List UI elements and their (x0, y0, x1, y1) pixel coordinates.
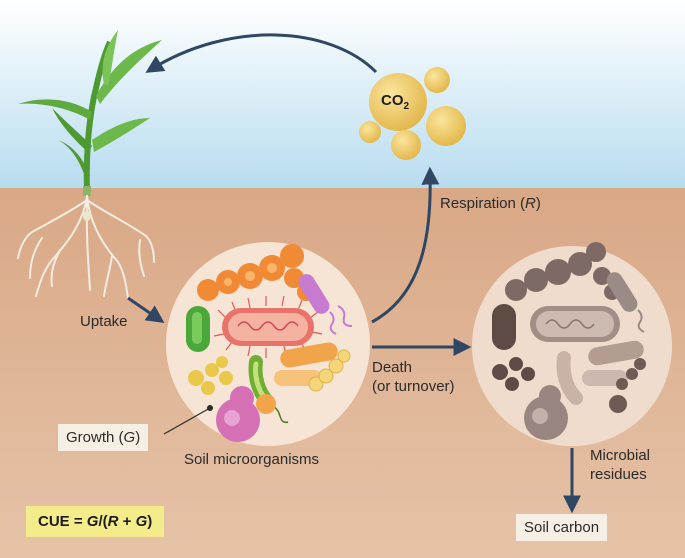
respiration-label: Respiration (R) (440, 195, 541, 212)
arrow-respiration (371, 166, 440, 324)
co2-label: CO2 (381, 92, 410, 112)
live-microbes-icon (166, 242, 370, 446)
uptake-label: Uptake (80, 313, 128, 330)
arrow-co2-to-plant (145, 33, 378, 74)
growth-pointer-dot (207, 405, 213, 411)
arrow-uptake (127, 296, 165, 324)
growth-label: Growth (G) (58, 424, 149, 451)
soil-microorganisms-label: Soil microorganisms (184, 451, 320, 468)
growth-pointer-line (163, 407, 211, 435)
soil-carbon-label: Soil carbon (516, 514, 608, 541)
death-label: Death (or turnover) (372, 359, 455, 395)
plant-icon (17, 30, 162, 299)
microbial-residues-label: Microbial residues (590, 447, 651, 483)
cue-formula: CUE = G/(R + G) (26, 506, 165, 537)
dead-microbes-icon (472, 242, 672, 446)
co2-bubbles-icon (359, 67, 466, 160)
sky-region (0, 0, 685, 190)
